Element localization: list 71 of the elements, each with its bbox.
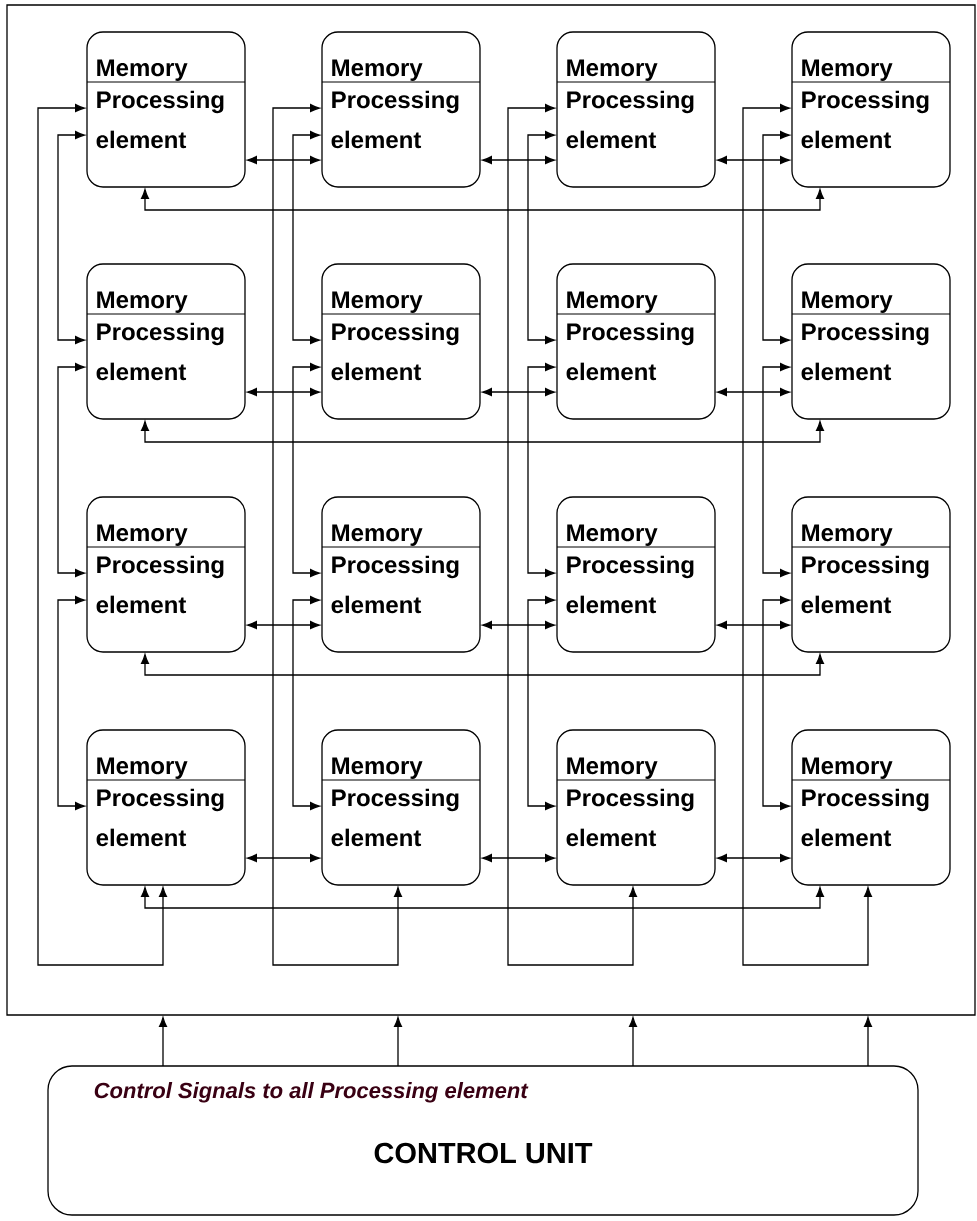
- arrow: [292, 363, 320, 578]
- memory-label: Memory: [567, 291, 658, 313]
- arrow: [247, 854, 320, 863]
- arrow: [762, 363, 790, 578]
- arrow: [629, 1017, 637, 1067]
- processing-element-label: Processing element: [331, 788, 459, 847]
- processing-element-label: Processing element: [801, 788, 929, 847]
- arrow: [762, 596, 790, 811]
- arrow: [247, 156, 320, 165]
- arrow: [394, 1017, 402, 1067]
- arrow: [292, 131, 320, 345]
- arrow: [37, 104, 167, 966]
- arrow: [141, 654, 824, 676]
- memory-label: Memory: [567, 757, 658, 779]
- control-unit-title: CONTROL UNIT: [374, 1142, 593, 1164]
- memory-label: Memory: [567, 59, 658, 81]
- memory-label: Memory: [332, 757, 423, 779]
- processing-element-label: Processing element: [96, 788, 224, 847]
- outer-frame: [6, 4, 976, 1016]
- arrow: [717, 156, 790, 165]
- arrow: [159, 1017, 167, 1067]
- processing-element-label: Processing element: [331, 322, 459, 381]
- arrow: [247, 621, 320, 630]
- memory-label: Memory: [97, 524, 188, 546]
- arrow: [247, 388, 320, 397]
- processing-element-label: Processing element: [96, 90, 224, 149]
- arrow: [507, 104, 637, 966]
- control-signals-note: Control Signals to all Processing element: [94, 1082, 529, 1103]
- memory-label: Memory: [802, 757, 893, 779]
- memory-label: Memory: [332, 59, 423, 81]
- memory-label: Memory: [567, 524, 658, 546]
- processing-element-label: Processing element: [566, 322, 694, 381]
- arrow: [482, 388, 555, 397]
- arrow: [57, 596, 85, 811]
- arrow: [57, 363, 85, 578]
- processing-element-label: Processing element: [566, 788, 694, 847]
- arrow: [742, 104, 872, 966]
- arrow: [717, 388, 790, 397]
- arrow: [272, 104, 402, 966]
- processing-element-label: Processing element: [566, 555, 694, 614]
- arrow: [141, 421, 824, 443]
- arrow: [482, 854, 555, 863]
- memory-label: Memory: [332, 524, 423, 546]
- memory-label: Memory: [802, 59, 893, 81]
- memory-label: Memory: [802, 524, 893, 546]
- arrow: [864, 1017, 872, 1067]
- arrow: [527, 131, 555, 345]
- arrow: [527, 363, 555, 578]
- arrow: [141, 887, 824, 909]
- processing-element-label: Processing element: [331, 555, 459, 614]
- arrow: [141, 189, 824, 211]
- processing-element-label: Processing element: [566, 90, 694, 149]
- arrow: [482, 621, 555, 630]
- memory-label: Memory: [332, 291, 423, 313]
- memory-label: Memory: [97, 59, 188, 81]
- memory-label: Memory: [97, 291, 188, 313]
- arrow: [57, 131, 85, 345]
- arrow: [527, 596, 555, 811]
- processing-element-label: Processing element: [96, 555, 224, 614]
- arrow: [482, 156, 555, 165]
- processing-element-label: Processing element: [801, 322, 929, 381]
- processing-element-label: Processing element: [801, 555, 929, 614]
- arrow: [292, 596, 320, 811]
- processing-element-label: Processing element: [801, 90, 929, 149]
- processing-element-label: Processing element: [96, 322, 224, 381]
- memory-label: Memory: [802, 291, 893, 313]
- arrow: [717, 621, 790, 630]
- arrow: [762, 131, 790, 345]
- processing-element-label: Processing element: [331, 90, 459, 149]
- memory-label: Memory: [97, 757, 188, 779]
- arrow: [717, 854, 790, 863]
